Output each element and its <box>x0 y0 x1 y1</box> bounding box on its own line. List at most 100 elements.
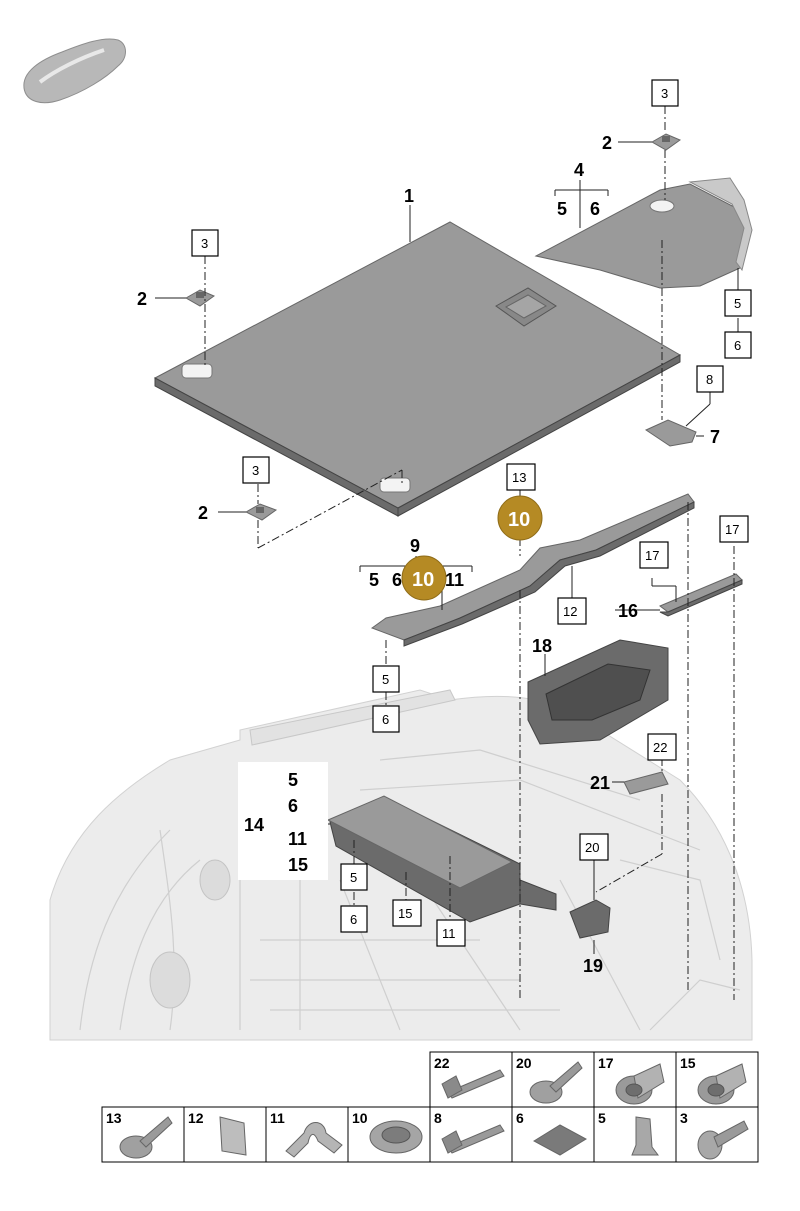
svg-text:3: 3 <box>661 86 668 101</box>
legend-label: 8 <box>434 1110 442 1126</box>
svg-text:5: 5 <box>382 672 389 687</box>
svg-text:11: 11 <box>445 570 464 590</box>
legend-cell-8: 8 <box>429 1106 513 1163</box>
callout-20: 20 <box>579 833 609 861</box>
callout-6-lower: 6 <box>340 905 368 933</box>
svg-text:1: 1 <box>404 186 414 206</box>
callout-2-top: 2 <box>602 133 612 153</box>
cross-member <box>370 493 695 647</box>
legend-label: 22 <box>434 1055 450 1071</box>
svg-text:6: 6 <box>734 338 741 353</box>
callout-1: 1 <box>404 186 414 206</box>
svg-text:15: 15 <box>288 855 308 875</box>
callout-18: 18 <box>532 636 552 656</box>
callout-9: 9 5 6 11 <box>369 536 464 590</box>
callout-6-mid: 6 <box>372 705 400 733</box>
callout-3-left: 3 <box>191 229 219 257</box>
legend-label: 3 <box>680 1110 688 1126</box>
callout-5-lower: 5 <box>340 863 368 891</box>
svg-text:17: 17 <box>725 522 739 537</box>
callout-16: 16 <box>618 601 638 621</box>
legend-label: 6 <box>516 1110 524 1126</box>
legend-cell-20: 20 <box>511 1051 595 1108</box>
svg-text:9: 9 <box>410 536 420 556</box>
svg-text:20: 20 <box>585 840 599 855</box>
legend-cell-22: 22 <box>429 1051 513 1108</box>
part-19 <box>569 899 611 939</box>
legend-label: 12 <box>188 1110 204 1126</box>
svg-text:10: 10 <box>508 509 530 531</box>
bracket-part-21 <box>623 771 669 795</box>
legend-cell-11: 11 <box>265 1106 349 1163</box>
svg-text:11: 11 <box>288 829 307 849</box>
svg-text:12: 12 <box>563 604 577 619</box>
callout-21: 21 <box>590 773 610 793</box>
clip-part-2-b <box>244 503 278 521</box>
legend-label: 5 <box>598 1110 606 1126</box>
cargo-floor-panel <box>153 221 682 517</box>
legend-label: 11 <box>270 1110 285 1126</box>
svg-text:6: 6 <box>350 912 357 927</box>
callout-13: 13 <box>506 463 536 491</box>
callout-8: 8 <box>696 365 724 393</box>
callout-12: 12 <box>557 597 587 625</box>
callout-14-group: 14 5 6 11 15 <box>238 762 328 880</box>
legend-cell-13: 13 <box>101 1106 185 1163</box>
clip-part-2-c <box>650 133 682 151</box>
svg-text:2: 2 <box>137 289 147 309</box>
legend-label: 10 <box>352 1110 368 1126</box>
svg-text:15: 15 <box>398 906 412 921</box>
svg-text:6: 6 <box>382 712 389 727</box>
foam-tray <box>527 639 669 745</box>
svg-text:3: 3 <box>252 463 259 478</box>
callout-10-highlight-a: 10 <box>497 495 543 541</box>
legend-cell-12: 12 <box>183 1106 267 1163</box>
under-floor-panel <box>326 795 557 923</box>
bracket-part-7 <box>644 419 697 447</box>
callout-5-mid: 5 <box>372 665 400 693</box>
svg-text:5: 5 <box>369 570 379 590</box>
svg-text:21: 21 <box>590 773 610 793</box>
legend-cell-15: 15 <box>675 1051 759 1108</box>
svg-text:4: 4 <box>574 160 584 180</box>
svg-text:5: 5 <box>557 199 567 219</box>
legend-label: 20 <box>516 1055 532 1071</box>
svg-text:22: 22 <box>653 740 667 755</box>
clip-part-2-a <box>184 289 216 307</box>
rail-part-16 <box>659 573 743 617</box>
legend-cell-3: 3 <box>675 1106 759 1163</box>
svg-text:10: 10 <box>412 569 434 591</box>
callout-7: 7 <box>710 427 720 447</box>
svg-text:17: 17 <box>645 548 659 563</box>
svg-text:6: 6 <box>288 796 298 816</box>
svg-text:16: 16 <box>618 601 638 621</box>
callout-11: 11 <box>436 919 466 947</box>
callout-17-top: 17 <box>719 515 749 543</box>
callout-3-bottom: 3 <box>242 456 270 484</box>
legend-label: 13 <box>106 1110 122 1126</box>
legend-row-2: 13 12 11 10 8 6 5 3 <box>101 1106 759 1163</box>
svg-text:5: 5 <box>734 296 741 311</box>
legend-cell-6: 6 <box>511 1106 595 1163</box>
car-silhouette-icon <box>23 38 126 104</box>
svg-text:14: 14 <box>244 815 264 835</box>
svg-text:5: 5 <box>288 770 298 790</box>
callout-5-right: 5 <box>724 289 752 317</box>
callout-2-bottom: 2 <box>198 503 208 523</box>
svg-text:5: 5 <box>350 870 357 885</box>
svg-text:3: 3 <box>201 236 208 251</box>
callout-19: 19 <box>583 956 603 976</box>
legend-cell-5: 5 <box>593 1106 677 1163</box>
svg-text:2: 2 <box>198 503 208 523</box>
svg-text:11: 11 <box>442 926 456 941</box>
legend-label: 15 <box>680 1055 696 1071</box>
svg-text:8: 8 <box>706 372 713 387</box>
legend-cell-10: 10 <box>347 1106 431 1163</box>
callout-22: 22 <box>647 733 677 761</box>
side-trim-panel <box>534 177 753 289</box>
svg-text:18: 18 <box>532 636 552 656</box>
callout-3-top: 3 <box>651 79 679 107</box>
